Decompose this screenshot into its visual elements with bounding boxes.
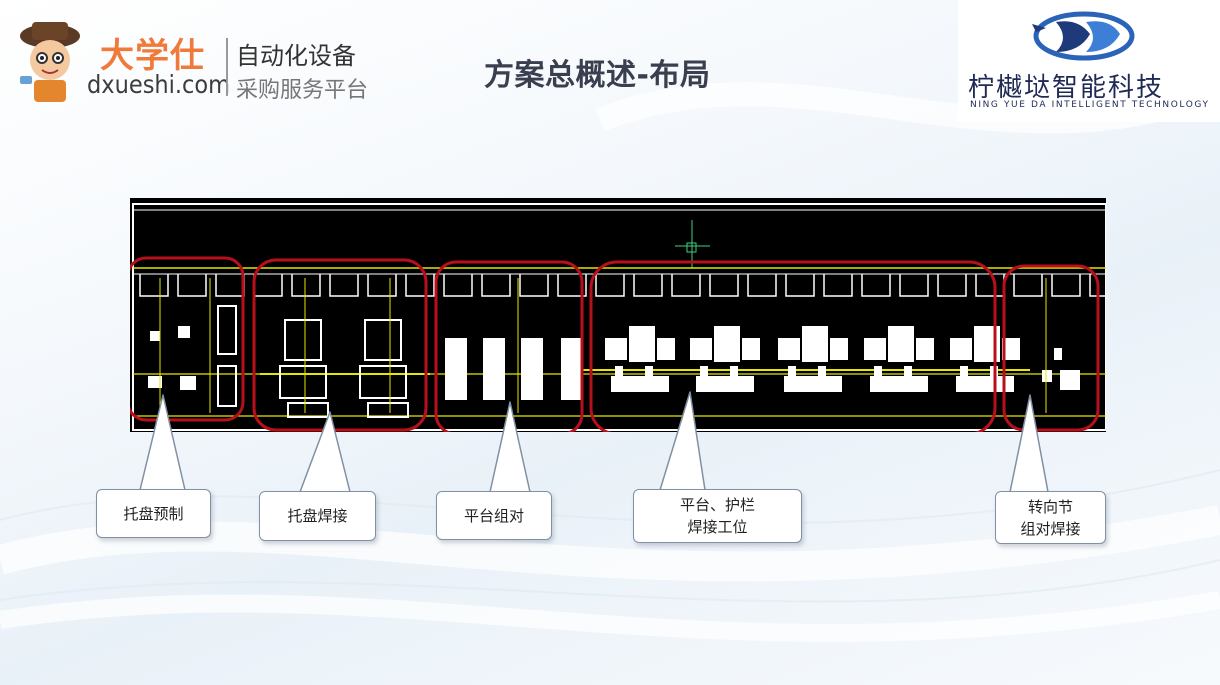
callout-label: 托盘预制 <box>123 504 184 523</box>
brand-divider <box>226 38 228 96</box>
mascot-icon <box>20 22 80 102</box>
callout-label-line-2: 焊接工位 <box>687 518 748 536</box>
brand-name: 大学仕 <box>100 36 205 76</box>
company-emblem-icon <box>1032 11 1135 61</box>
brand-domain: dxueshi.com <box>87 70 231 99</box>
callout-knuckle-welding: 转向节 组对焊接 <box>995 491 1106 544</box>
callout-label-line-1: 平台、护栏 <box>679 496 755 514</box>
brand-logo[interactable]: 大学仕 dxueshi.com 自动化设备 采购服务平台 <box>0 0 400 115</box>
brand-tagline-2: 采购服务平台 <box>236 78 369 103</box>
company-name: 柠樾垯智能科技 <box>968 73 1165 103</box>
company-name-en: NING YUE DA INTELLIGENT TECHNOLOGY <box>970 100 1210 110</box>
callout-tray-welding: 托盘焊接 <box>259 491 376 541</box>
callout-tray-prefab: 托盘预制 <box>96 489 211 538</box>
callout-platform-assembly: 平台组对 <box>436 491 552 540</box>
brand-tagline-1: 自动化设备 <box>236 42 356 70</box>
company-logo: 柠樾垯智能科技 NING YUE DA INTELLIGENT TECHNOLO… <box>958 0 1220 122</box>
slide-title: 方案总概述-布局 <box>484 58 711 93</box>
callout-label-line-1: 转向节 <box>1027 497 1073 516</box>
callout-label: 托盘焊接 <box>287 507 348 525</box>
callout-platform-guardrail-welding: 平台、护栏 焊接工位 <box>633 489 802 543</box>
callout-label: 平台组对 <box>463 506 524 525</box>
cad-layout-drawing <box>130 198 1106 432</box>
callout-label-line-2: 组对焊接 <box>1020 519 1081 538</box>
